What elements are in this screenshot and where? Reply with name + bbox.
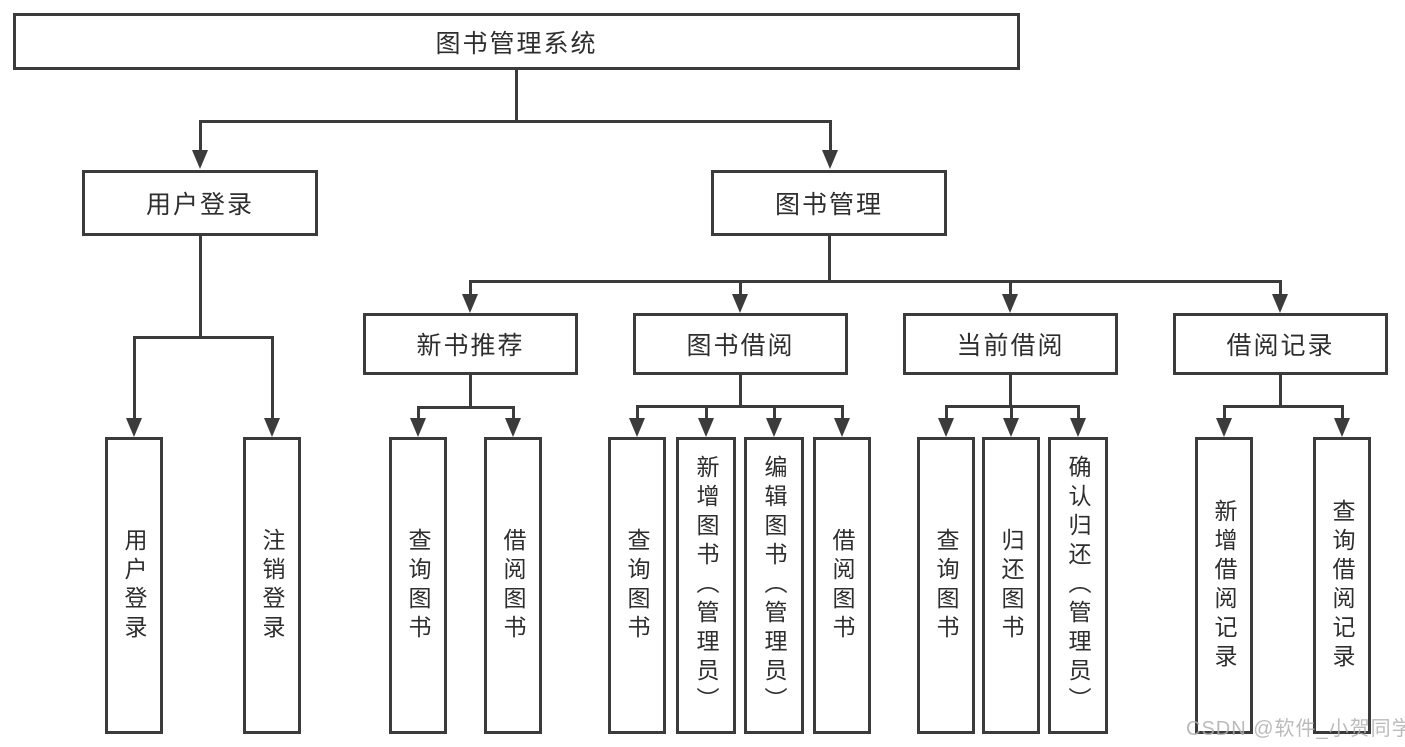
connector-root-stem [515, 70, 518, 120]
connector-borrowing-drop3 [773, 405, 776, 419]
leaf-query-books-recommend: 查询图书 [389, 437, 447, 734]
connector-recommend-stem [469, 375, 472, 409]
node-book-management: 图书管理 [711, 170, 947, 236]
leaf-return-book: 归还图书 [982, 437, 1040, 734]
arrow-down-user-login [192, 150, 208, 169]
connector-records-stem [1279, 375, 1282, 408]
connector-userlogin-hline [133, 336, 274, 339]
connector-bookmgmt-drop2 [739, 280, 742, 296]
arrow-down-book-borrowing [732, 294, 748, 313]
arrow-down-edit-book [766, 418, 782, 437]
connector-bookmgmt-hline [469, 280, 1282, 283]
node-current-borrowing: 当前借阅 [903, 313, 1118, 375]
leaf-query-books-borrow: 查询图书 [608, 437, 666, 734]
arrow-down-borrow-books-1 [505, 418, 521, 437]
connector-borrowing-drop2 [705, 405, 708, 419]
arrow-down-leaf-user-login [126, 418, 142, 437]
connector-records-drop1 [1223, 405, 1226, 419]
connector-bookmgmt-drop4 [1279, 280, 1282, 296]
leaf-add-book-admin: 新增图书（管理员） [676, 437, 736, 734]
connector-current-drop2 [1010, 405, 1013, 419]
arrow-down-confirm-return [1070, 418, 1086, 437]
node-borrowing-records: 借阅记录 [1173, 313, 1388, 375]
connector-recommend-drop2 [512, 406, 515, 419]
leaf-logout: 注销登录 [243, 437, 301, 734]
arrow-down-add-book [698, 418, 714, 437]
arrow-down-query-books-2 [629, 418, 645, 437]
leaf-query-books-current: 查询图书 [917, 437, 975, 734]
arrow-down-query-borrow-record [1334, 418, 1350, 437]
connector-records-drop2 [1341, 405, 1344, 419]
connector-root-drop-right [829, 120, 832, 151]
arrow-down-add-borrow-record [1216, 418, 1232, 437]
arrow-down-borrowing-records [1272, 294, 1288, 313]
leaf-confirm-return-admin: 确认归还（管理员） [1048, 437, 1108, 734]
csdn-watermark: CSDN @软件_小贺同学 [1186, 718, 1405, 740]
connector-current-stem [1009, 375, 1012, 408]
arrow-down-borrow-books-2 [834, 418, 850, 437]
connector-bookmgmt-drop1 [469, 280, 472, 296]
connector-records-hline [1223, 405, 1344, 408]
arrow-down-return-book [1003, 418, 1019, 437]
connector-current-drop1 [945, 405, 948, 419]
connector-current-drop3 [1077, 405, 1080, 419]
connector-root-hline [199, 120, 832, 123]
leaf-edit-book-admin: 编辑图书（管理员） [744, 437, 804, 734]
connector-userlogin-drop1 [133, 336, 136, 419]
connector-borrowing-drop1 [636, 405, 639, 419]
node-library-management-system: 图书管理系统 [13, 13, 1020, 70]
arrow-down-leaf-logout [264, 418, 280, 437]
node-new-book-recommend: 新书推荐 [363, 313, 578, 375]
connector-recommend-drop1 [417, 406, 420, 419]
arrow-down-query-books-1 [410, 418, 426, 437]
connector-root-drop-left [199, 120, 202, 151]
connector-borrowing-stem [739, 375, 742, 408]
leaf-borrow-books: 借阅图书 [813, 437, 871, 734]
connector-bookmgmt-drop3 [1009, 280, 1012, 296]
connector-userlogin-drop2 [271, 336, 274, 419]
connector-recommend-hline [417, 406, 515, 409]
leaf-query-borrow-record: 查询借阅记录 [1313, 437, 1371, 734]
arrow-down-new-book-recommend [462, 294, 478, 313]
arrow-down-current-borrowing [1002, 294, 1018, 313]
leaf-add-borrow-record: 新增借阅记录 [1195, 437, 1253, 734]
connector-borrowing-drop4 [841, 405, 844, 419]
arrow-down-query-books-3 [938, 418, 954, 437]
leaf-borrow-books-recommend: 借阅图书 [484, 437, 542, 734]
node-book-borrowing: 图书借阅 [633, 313, 848, 375]
leaf-user-login: 用户登录 [105, 437, 163, 734]
node-user-login: 用户登录 [82, 170, 318, 236]
connector-bookmgmt-stem [828, 236, 831, 283]
arrow-down-book-management [822, 150, 838, 169]
connector-userlogin-stem [199, 236, 202, 339]
connector-borrowing-hline [636, 405, 844, 408]
